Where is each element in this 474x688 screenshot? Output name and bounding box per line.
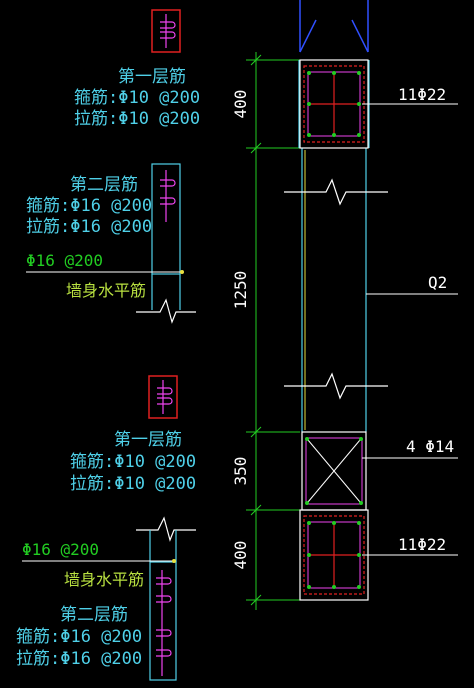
wall-section-upper: [136, 163, 196, 324]
wall-bar-label: 墙身水平筋: [66, 281, 146, 300]
break-line-lower: [284, 372, 388, 400]
section-icon-2: [148, 375, 178, 419]
note-tie: 拉筋:Φ10 @200: [70, 474, 196, 494]
note-title: 第二层筋: [60, 605, 128, 625]
callout-bottom-column: 11Φ22: [362, 535, 458, 556]
callout-coupling: 4 Φ14: [362, 437, 458, 459]
note-title: 第一层筋: [118, 67, 186, 87]
section-icon-1: [151, 9, 181, 53]
note-block-3: 第一层筋 箍筋:Φ10 @200 拉筋:Φ10 @200: [70, 430, 196, 494]
note-title: 第二层筋: [70, 175, 138, 195]
note-block-1: 第一层筋 箍筋:Φ10 @200 拉筋:Φ10 @200: [74, 67, 200, 129]
wall-bar-spec: Φ16 @200: [26, 251, 103, 270]
note-title: 第一层筋: [114, 430, 182, 450]
callout-wall: Q2: [366, 273, 458, 295]
coupling-beam-section: [301, 431, 367, 511]
note-tie: 拉筋:Φ10 @200: [74, 109, 200, 129]
dimension-400-bottom: 400: [231, 541, 250, 570]
note-stirrup: 箍筋:Φ16 @200: [26, 196, 152, 216]
column-section-top: [299, 59, 369, 149]
dimension-400-top: 400: [231, 90, 250, 119]
callout-top-column-bars: 11Φ22: [398, 85, 446, 104]
note-tie: 拉筋:Φ16 @200: [16, 649, 142, 669]
wall-bar-label: 墙身水平筋: [64, 570, 144, 589]
dimension-line: [246, 52, 300, 610]
callout-coupling-bars: 4 Φ14: [406, 437, 454, 456]
note-stirrup: 箍筋:Φ16 @200: [16, 627, 142, 647]
wall-bar-note-1: Φ16 @200 墙身水平筋: [26, 251, 184, 300]
break-line-upper: [284, 178, 388, 206]
column-section-bottom: [299, 509, 369, 601]
top-v-bars: [299, 0, 369, 53]
dimension-1250: 1250: [231, 271, 250, 310]
note-block-4: 第二层筋 箍筋:Φ16 @200 拉筋:Φ16 @200: [16, 605, 142, 669]
callout-bottom-column-bars: 11Φ22: [398, 535, 446, 554]
wall-bar-spec: Φ16 @200: [22, 540, 99, 559]
note-block-2: 第二层筋 箍筋:Φ16 @200 拉筋:Φ16 @200: [26, 175, 152, 237]
dimension-labels: 400 1250 350 400: [231, 90, 250, 570]
wall-section-lower: [136, 516, 196, 681]
note-stirrup: 箍筋:Φ10 @200: [74, 88, 200, 108]
wall-bar-note-2: Φ16 @200 墙身水平筋: [22, 540, 176, 589]
callout-wall-label: Q2: [428, 273, 447, 292]
note-stirrup: 箍筋:Φ10 @200: [70, 452, 196, 472]
dimension-350: 350: [231, 457, 250, 486]
note-tie: 拉筋:Φ16 @200: [26, 217, 152, 237]
callout-top-column: 11Φ22: [362, 85, 458, 105]
